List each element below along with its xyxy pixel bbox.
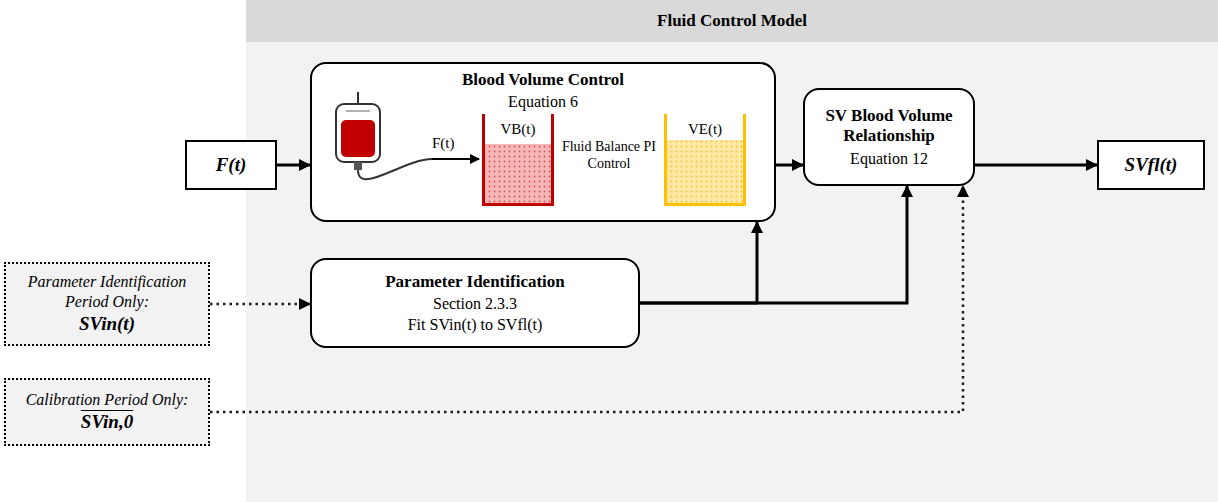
input-note: Parameter Identification Period Only: SVi…	[4, 262, 210, 346]
signal-name: F(t)	[216, 154, 247, 177]
flow-label: F(t)	[432, 134, 455, 152]
signal-name: SVin,0	[81, 411, 133, 434]
dotted-arrow	[210, 186, 963, 412]
signal-arrow	[975, 164, 1097, 167]
container-wall	[666, 114, 745, 205]
signal-arrow	[277, 164, 310, 167]
signal-name: SVin(t)	[79, 313, 135, 336]
bag-tag	[346, 110, 370, 112]
section-ref: Section 2.3.3	[433, 294, 517, 313]
panel-title: Fluid Control Model	[246, 0, 1218, 42]
extravascular-compartment: VE(t)	[664, 114, 746, 206]
compartment-name: VB(t)	[501, 120, 536, 138]
fluid-fill	[484, 144, 553, 205]
input-box: F(t)	[185, 140, 277, 190]
infusion-arrow	[432, 158, 479, 160]
bag-hanger	[357, 92, 359, 104]
box-title: Blood Volume Control	[462, 70, 624, 90]
model-panel: Fluid Control ModelBlood Volume ControlE…	[246, 0, 1218, 502]
bag-body	[336, 104, 380, 162]
iv-bag	[336, 92, 479, 179]
input-note: Calibration Period Only: SVin,0	[4, 378, 210, 446]
equation-ref: Equation 12	[850, 149, 928, 168]
bag-nozzle	[354, 162, 362, 170]
signal-arrow	[640, 222, 757, 303]
signal-name: SVfl(t)	[1125, 154, 1178, 177]
dotted-arrow	[210, 303, 310, 306]
equation-ref: Equation 6	[508, 92, 578, 111]
signal-arrow	[776, 164, 803, 167]
process-box: Blood Volume ControlEquation 6 VB(t) VE(t)…	[310, 62, 776, 222]
output-box: SVfl(t)	[1097, 140, 1205, 190]
process-box: Parameter IdentificationSection 2.3.3Fit…	[310, 258, 640, 348]
signal-arrow	[640, 186, 907, 303]
box-title: Parameter Identification	[385, 272, 565, 292]
bag-fluid	[341, 120, 375, 157]
box-title: SV Blood Volume Relationship	[813, 106, 965, 147]
process-box: SV Blood Volume RelationshipEquation 12	[803, 88, 975, 186]
period-note: Calibration Period Only:	[26, 390, 189, 409]
exchange-arrow	[554, 177, 664, 180]
fit-note: Fit SVin(t) to SVfl(t)	[408, 315, 543, 334]
period-note: Parameter Identification Period Only:	[14, 272, 200, 310]
compartment-name: VE(t)	[688, 120, 722, 138]
fluid-fill	[666, 140, 745, 205]
blood-compartment: VB(t)	[482, 114, 554, 206]
container-wall	[484, 114, 553, 205]
iv-tube	[358, 159, 432, 179]
